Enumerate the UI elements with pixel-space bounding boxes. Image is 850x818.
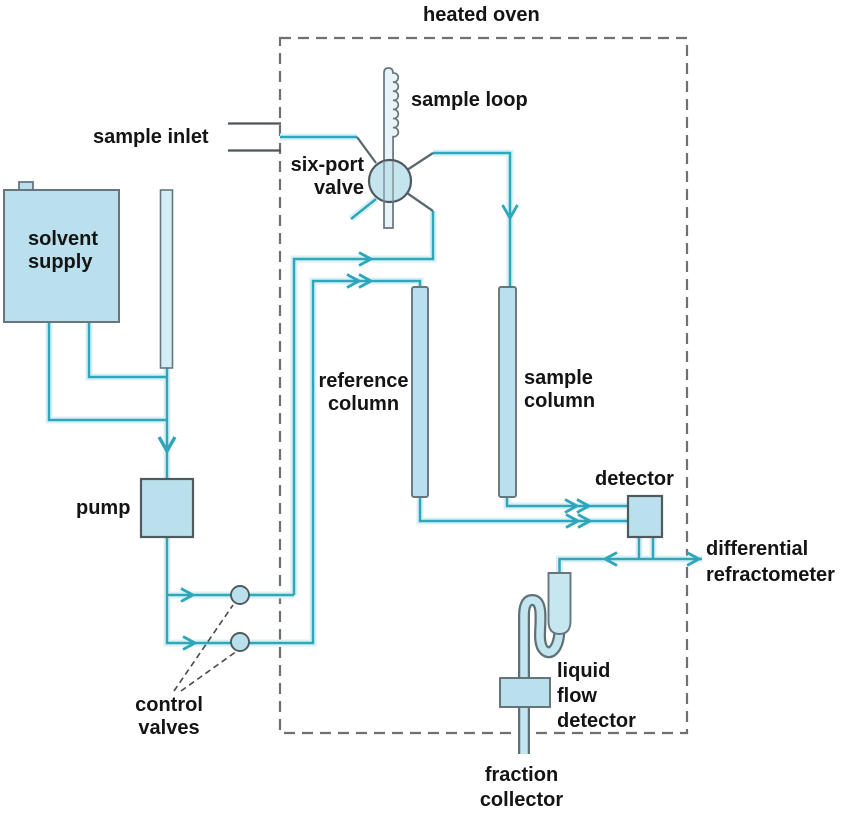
siphon-trap-tube <box>518 593 566 754</box>
fraction-collector-label: fraction collector <box>479 764 564 811</box>
differential-refractometer-label: differential refractometer <box>706 538 835 586</box>
reference-column <box>411 286 429 498</box>
sample-inlet-port-lines <box>228 122 281 152</box>
sample-loop-label: sample loop <box>411 89 528 111</box>
sample-column <box>498 286 517 498</box>
control-valve-1 <box>230 585 250 605</box>
heated-oven-label: heated oven <box>423 4 540 26</box>
sample-loop-coil <box>383 67 400 229</box>
tank-neck <box>18 181 34 190</box>
heated-oven-boundary <box>278 36 689 735</box>
liquid-flow-detector-box <box>499 677 551 708</box>
liquid-flow-detector-label: liquid flow detector <box>557 660 636 732</box>
reference-column-label: reference column <box>318 370 409 415</box>
sample-loop-tube-through-valve <box>383 161 394 202</box>
solvent-supply-label: solvent supply <box>28 228 99 273</box>
flow-tubing <box>47 135 702 645</box>
control-valves-leaders <box>173 604 238 692</box>
control-valves-label: control valves <box>135 694 203 739</box>
sample-inlet-label: sample inlet <box>93 126 209 148</box>
six-port-valve-circle <box>367 158 413 204</box>
control-valve-2 <box>230 632 250 652</box>
flow-detector-bulb <box>547 572 572 635</box>
pump-label: pump <box>76 497 131 519</box>
detector-label: detector <box>595 468 674 490</box>
six-port-valve-label: six-port valve <box>290 154 364 199</box>
flow-arrows <box>157 204 702 651</box>
solvent-standpipe-tube <box>159 189 174 369</box>
detector-box <box>626 494 664 539</box>
sample-column-label: sample column <box>524 367 596 412</box>
solvent-supply-tank <box>3 189 120 323</box>
pump-box <box>139 477 195 539</box>
valve-port-stubs <box>356 136 434 212</box>
